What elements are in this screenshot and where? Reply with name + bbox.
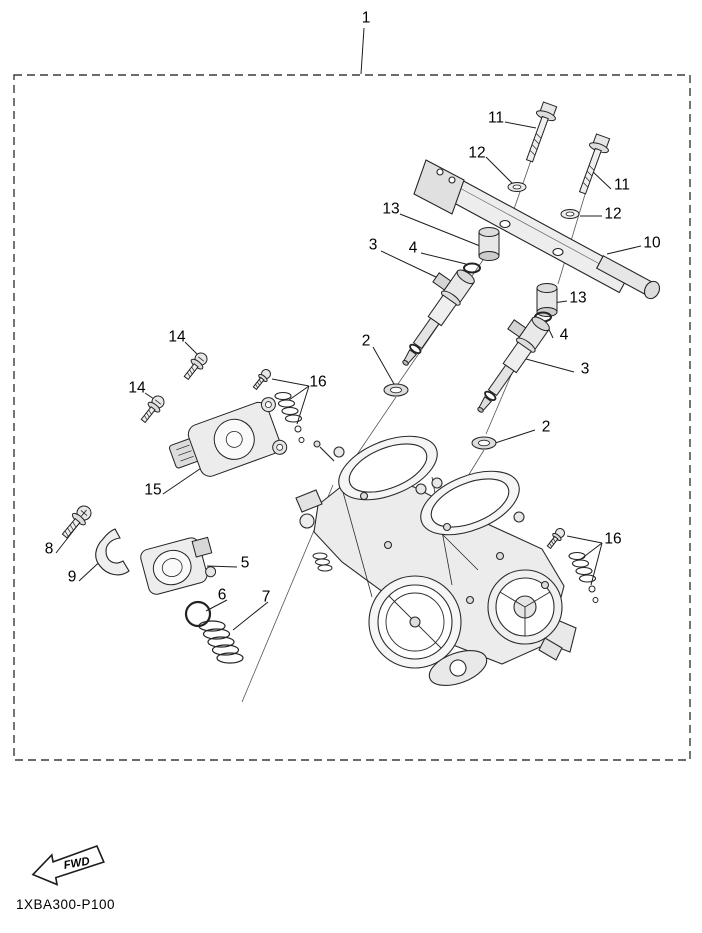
callout-12-a: 12: [468, 144, 486, 162]
callout-1: 1: [361, 9, 371, 27]
callout-8: 8: [44, 540, 54, 558]
callout-16-b: 16: [604, 530, 622, 548]
part-code: 1XBA300-P100: [16, 897, 116, 912]
fwd-arrow: FWD: [31, 845, 105, 886]
callout-5: 5: [240, 554, 250, 572]
spacer-2-b: [471, 436, 497, 450]
washer-12-a: [507, 182, 527, 192]
throttle-position-sensor-15: [168, 397, 288, 477]
spring-7: [198, 620, 244, 664]
callout-4-b: 4: [559, 326, 569, 344]
callout-4-a: 4: [408, 239, 418, 257]
bolt-8: [61, 505, 92, 539]
fwd-label: FWD: [63, 856, 91, 872]
fuel-injector-3-b: [477, 316, 550, 413]
callout-6: 6: [217, 586, 227, 604]
callout-16-a: 16: [309, 373, 327, 391]
callout-14-a: 14: [168, 328, 186, 346]
injector-cup-13-a: [478, 227, 500, 261]
sensor-5: [140, 536, 217, 595]
callout-2-b: 2: [541, 418, 551, 436]
callout-2-a: 2: [361, 332, 371, 350]
callout-13-a: 13: [382, 200, 400, 218]
screw-14-a: [183, 352, 208, 381]
fuel-rail: [413, 159, 661, 300]
screw-14-b: [140, 395, 165, 424]
o-ring-4-a: [463, 262, 481, 274]
callout-10: 10: [643, 234, 661, 252]
screw-set-16-b: [546, 528, 599, 603]
callout-15: 15: [144, 481, 162, 499]
callout-7: 7: [261, 588, 271, 606]
callout-9: 9: [67, 568, 77, 586]
callout-13-b: 13: [569, 289, 587, 307]
injector-cup-13-b: [536, 283, 558, 317]
washer-12-b: [560, 209, 580, 219]
callout-11-b: 11: [613, 176, 631, 194]
flange-bolt-11-a: [525, 101, 558, 163]
flange-bolt-11-b: [578, 133, 611, 195]
callout-3-a: 3: [368, 236, 378, 254]
o-ring-6: [184, 600, 212, 628]
clamp-bracket-9: [95, 528, 130, 576]
callout-12-b: 12: [604, 205, 622, 223]
screw-set-16-a: [252, 369, 305, 443]
callout-14-b: 14: [128, 379, 146, 397]
callout-11-a: 11: [487, 109, 505, 127]
throttle-body: [295, 435, 577, 686]
fuel-injector-3-a: [402, 269, 475, 366]
spacer-2-a: [383, 383, 409, 397]
callout-3-b: 3: [580, 360, 590, 378]
diagram-frame: [13, 74, 691, 761]
